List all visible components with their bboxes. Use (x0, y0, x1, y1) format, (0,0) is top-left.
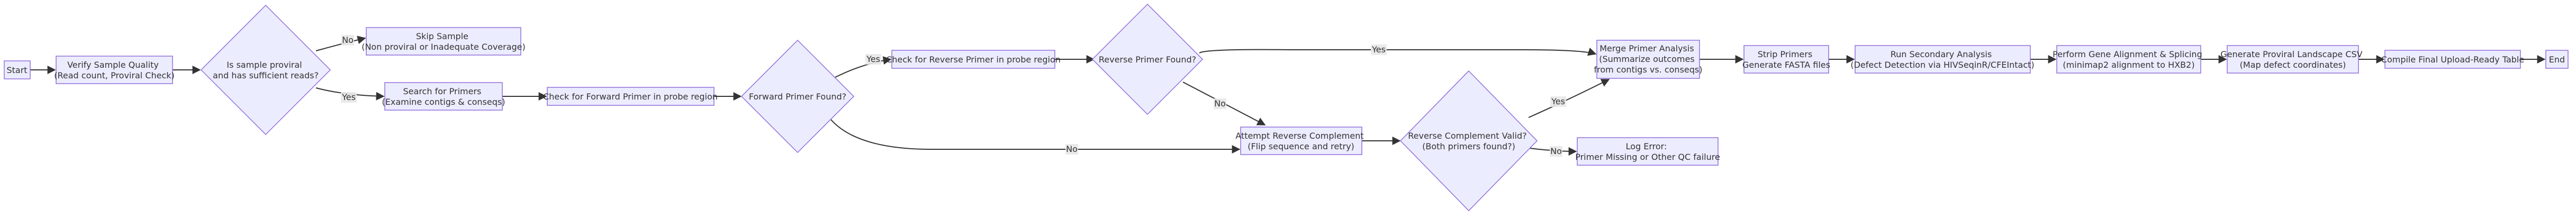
edge-q-fwd-attempt-rc (830, 119, 1241, 154)
node-log-error-label: Log Error: Primer Missing or Other QC fa… (1575, 141, 1720, 162)
node-verify-sample-quality: Verify Sample Quality (Read count, Provi… (54, 56, 175, 84)
node-attempt-reverse-complement-label: Attempt Reverse Complement (Flip sequenc… (1235, 131, 1366, 151)
node-skip-sample: Skip Sample (Non proviral or Inadequate … (361, 27, 526, 56)
edge-q-rc-merge (1528, 79, 1610, 118)
edge-label-no: No (1065, 144, 1078, 155)
node-merge-primer-analysis: Merge Primer Analysis (Summarize outcome… (1594, 40, 1703, 79)
edge-label-no-text: No (342, 35, 354, 45)
node-merge-primer-analysis-label: Merge Primer Analysis (Summarize outcome… (1594, 43, 1703, 75)
node-decision-reverse: Reverse Primer Found? (1091, 3, 1204, 115)
node-check-reverse-primer-label: Check for Reverse Primer in probe region (886, 55, 1061, 65)
node-log-error: Log Error: Primer Missing or Other QC fa… (1575, 137, 1720, 166)
node-decision-proviral: Is sample proviral and has sufficient re… (200, 4, 331, 136)
node-attempt-reverse-complement: Attempt Reverse Complement (Flip sequenc… (1235, 127, 1366, 155)
node-proviral-landscape: Generate Proviral Landscape CSV (Map def… (2220, 45, 2365, 74)
node-decision-forward-label: Forward Primer Found? (749, 92, 846, 102)
node-verify-sample-quality-label: Verify Sample Quality (Read count, Provi… (54, 60, 175, 80)
node-start-label: Start (6, 65, 27, 75)
node-check-forward-primer: Check for Forward Primer in probe region (543, 87, 718, 106)
node-decision-forward: Forward Primer Found? (740, 39, 855, 154)
node-secondary-analysis: Run Secondary Analysis (Defect Detection… (1850, 45, 2035, 74)
node-end: End (2545, 50, 2569, 69)
node-gene-alignment-label: Perform Gene Alignment & Splicing (minim… (2053, 49, 2205, 70)
node-search-primers-label: Search for Primers (Examine contigs & co… (382, 86, 505, 107)
node-decision-reverse-label: Reverse Primer Found? (1099, 55, 1196, 65)
node-skip-sample-label: Skip Sample (Non proviral or Inadequate … (361, 31, 526, 52)
edge-label-yes-text: Yes (1551, 96, 1565, 106)
edge-q-rev-attempt-rc (1182, 82, 1266, 125)
edge-label-yes-text: Yes (866, 54, 880, 64)
node-compile-final-table-label: Compile Final Upload-Ready Table (2381, 55, 2524, 65)
node-check-forward-primer-label: Check for Forward Primer in probe region (543, 92, 718, 102)
node-start: Start (4, 60, 31, 79)
edge-label-no: No (341, 35, 354, 46)
node-strip-primers-label: Strip Primers Generate FASTA files (1742, 49, 1830, 70)
edge-label-yes: Yes (341, 92, 357, 103)
node-decision-reverse-complement-label: Reverse Complement Valid? (Both primers … (1408, 131, 1529, 151)
node-gene-alignment: Perform Gene Alignment & Splicing (minim… (2053, 45, 2205, 74)
edge-label-no: No (1550, 146, 1562, 157)
edge-label-yes-text: Yes (341, 92, 356, 102)
node-check-reverse-primer: Check for Reverse Primer in probe region (886, 50, 1061, 69)
edge-q-proviral-skip (315, 35, 366, 51)
node-compile-final-table: Compile Final Upload-Ready Table (2381, 50, 2524, 69)
edge-q-fwd-check-rev (835, 56, 892, 78)
edge-label-no-text: No (1066, 144, 1078, 154)
edge-label-no: No (1214, 98, 1226, 109)
edge-label-no-text: No (1550, 146, 1562, 156)
edge-label-yes: Yes (1371, 44, 1387, 55)
node-decision-reverse-complement: Reverse Complement Valid? (Both primers … (1399, 70, 1538, 212)
node-secondary-analysis-label: Run Secondary Analysis (Defect Detection… (1850, 49, 2034, 70)
edge-q-rev-merge (1199, 47, 1597, 56)
edge-label-yes: Yes (865, 54, 881, 65)
node-decision-proviral-label: Is sample proviral and has sufficient re… (213, 60, 319, 80)
edge-label-no-text: No (1214, 98, 1226, 109)
node-search-primers: Search for Primers (Examine contigs & co… (382, 82, 505, 111)
edge-label-yes-text: Yes (1371, 44, 1386, 55)
node-proviral-landscape-label: Generate Proviral Landscape CSV (Map def… (2220, 49, 2365, 70)
node-end-label: End (2549, 55, 2565, 65)
node-strip-primers: Strip Primers Generate FASTA files (1742, 45, 1830, 74)
edge-label-yes: Yes (1550, 96, 1566, 107)
